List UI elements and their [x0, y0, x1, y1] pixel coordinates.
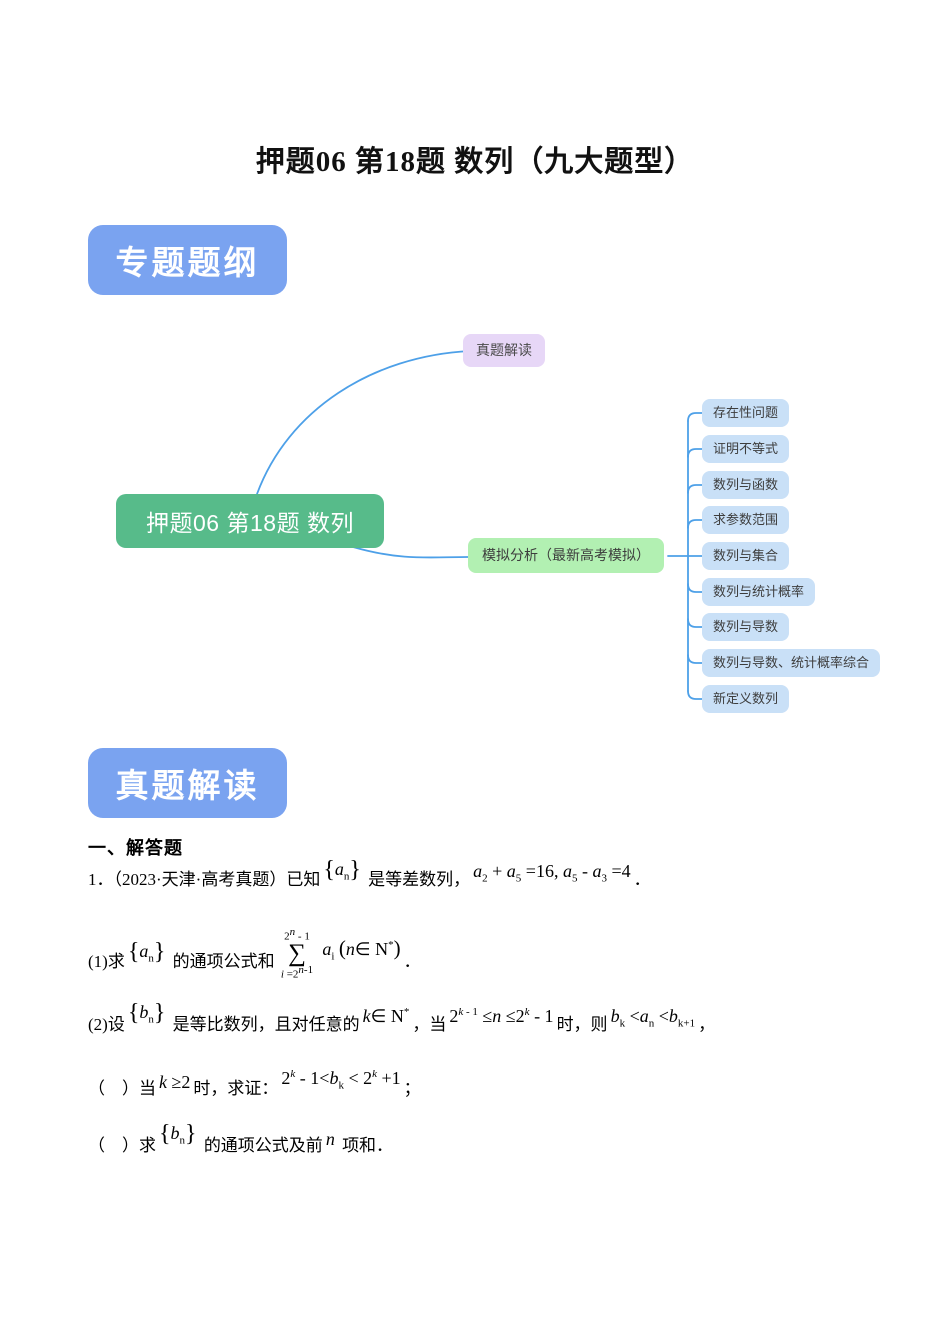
- problem-statement: 1．（2023·天津·高考真题）已知{an} 是等差数列，a2 + a5 =16…: [88, 857, 651, 889]
- leaf-new-definition-sequence: 新定义数列: [702, 685, 790, 713]
- claw-mark-icon: [135, 734, 154, 762]
- leaf-sequence-and-set: 数列与集合: [702, 542, 790, 570]
- leaf-prove-inequality: 证明不等式: [702, 435, 790, 463]
- badge-real-label: 真题解读: [115, 767, 260, 804]
- mindmap-branch-mock-analysis: 模拟分析（最新高考模拟）: [468, 538, 664, 573]
- part-1-text: (1)求{an} 的通项公式和: [88, 938, 275, 971]
- leaf-parameter-range: 求参数范围: [702, 506, 790, 534]
- leaf-sequence-derivative-statistics: 数列与导数、统计概率综合: [702, 649, 881, 677]
- part-1-formula: ai (n∈ N*)．: [322, 935, 421, 971]
- mindmap-root-node: 押题06 第18题 数列: [116, 494, 384, 548]
- section-badge-real-questions: 真题解读: [88, 733, 287, 818]
- problem-part-1: (1)求{an} 的通项公式和 2n - 1 ∑ i =2n-1 ai (n∈ …: [88, 927, 421, 990]
- claw-mark-icon: [135, 211, 154, 239]
- leaf-sequence-and-statistics: 数列与统计概率: [702, 578, 816, 606]
- leaf-sequence-and-derivative: 数列与导数: [702, 613, 790, 641]
- section-badge-outline: 专题题纲: [88, 210, 287, 295]
- badge-outline-label: 专题题纲: [115, 244, 260, 281]
- section-heading: 一、解答题: [88, 838, 183, 858]
- summation-symbol: 2n - 1 ∑ i =2n-1: [280, 926, 314, 981]
- leaf-sequence-and-function: 数列与函数: [702, 471, 790, 499]
- leaf-existence-problem: 存在性问题: [702, 399, 790, 427]
- page-title: 押题06 第18题 数列（九大题型）: [255, 146, 695, 178]
- mindmap-branch-real-questions: 真题解读: [463, 334, 545, 367]
